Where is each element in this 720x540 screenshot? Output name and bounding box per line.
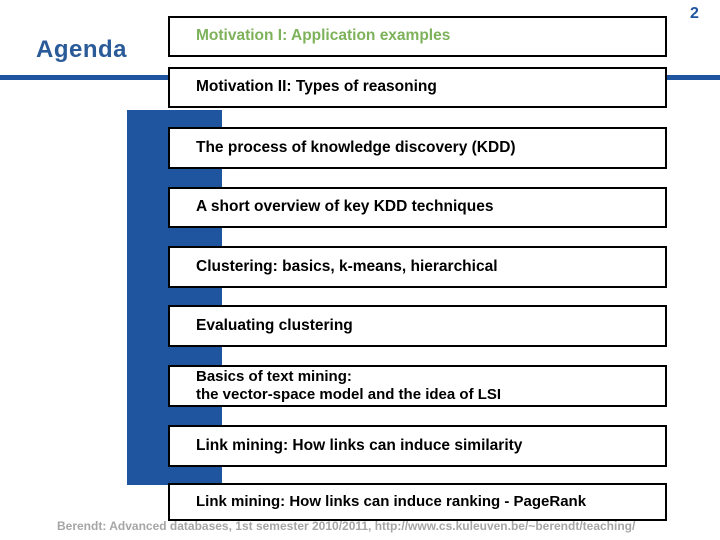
agenda-item-evaluating-clustering: Evaluating clustering	[168, 305, 667, 347]
agenda-item-kdd-process: The process of knowledge discovery (KDD)	[168, 127, 667, 169]
agenda-item-clustering: Clustering: basics, k-means, hierarchica…	[168, 246, 667, 288]
footer-citation: Berendt: Advanced databases, 1st semeste…	[57, 519, 636, 533]
agenda-item-link-mining-similarity: Link mining: How links can induce simila…	[168, 425, 667, 467]
page-title: Agenda	[36, 36, 128, 63]
page-number: 2	[690, 5, 699, 22]
agenda-item-motivation-1: Motivation I: Application examples	[168, 16, 667, 57]
agenda-item-motivation-2: Motivation II: Types of reasoning	[168, 67, 667, 108]
agenda-item-link-mining-ranking: Link mining: How links can induce rankin…	[168, 483, 667, 521]
agenda-item-text-mining: Basics of text mining: the vector-space …	[168, 365, 667, 407]
accent-bar	[127, 110, 222, 485]
agenda-item-kdd-techniques: A short overview of key KDD techniques	[168, 187, 667, 228]
